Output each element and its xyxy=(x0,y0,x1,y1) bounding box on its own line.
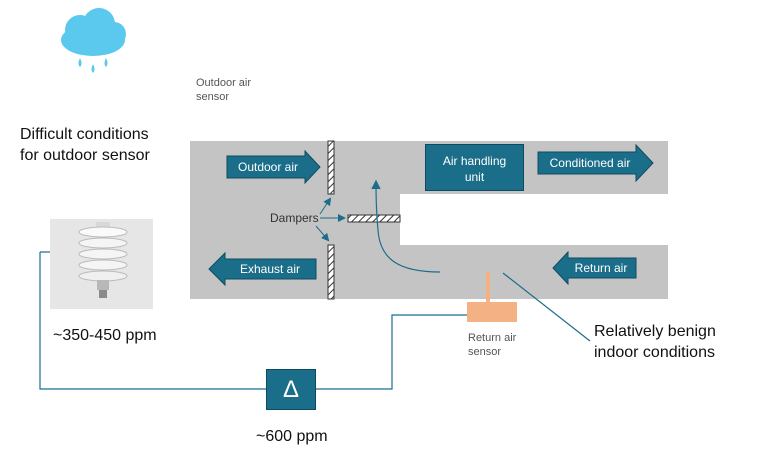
mixing-duct-left xyxy=(190,194,347,245)
air-handling-unit: Air handling unit xyxy=(425,144,524,191)
mixing-gap-right xyxy=(400,194,668,245)
damper-outdoor xyxy=(327,140,335,195)
difficult-conditions-label: Difficult conditions for outdoor sensor xyxy=(20,126,150,164)
damper-exhaust xyxy=(327,244,335,300)
exhaust-air-arrow xyxy=(208,251,317,287)
outdoor-air-label: Outdoor air xyxy=(237,160,299,174)
delta-box: Δ xyxy=(266,369,316,410)
return-sensor-body xyxy=(467,302,517,322)
outdoor-sensor-label: Outdoor air sensor xyxy=(196,77,252,103)
benign-conditions-label: Relatively benign indoor conditions xyxy=(594,323,716,361)
damper-mixing xyxy=(347,214,401,223)
conditioned-air-arrow xyxy=(537,143,654,183)
outdoor-ppm-label: ~350-450 ppm xyxy=(53,327,157,344)
return-air-arrow xyxy=(552,250,637,286)
outdoor-air-arrow xyxy=(226,149,321,185)
return-sensor-stem xyxy=(486,272,490,304)
delta-ppm-label: ~600 ppm xyxy=(256,428,328,445)
return-air-label: Return air xyxy=(574,261,628,275)
conditioned-air-label: Conditioned air xyxy=(549,156,631,170)
return-sensor-label: Return air sensor xyxy=(468,332,517,358)
dampers-label: Dampers xyxy=(270,211,319,225)
exhaust-air-label: Exhaust air xyxy=(239,262,301,276)
